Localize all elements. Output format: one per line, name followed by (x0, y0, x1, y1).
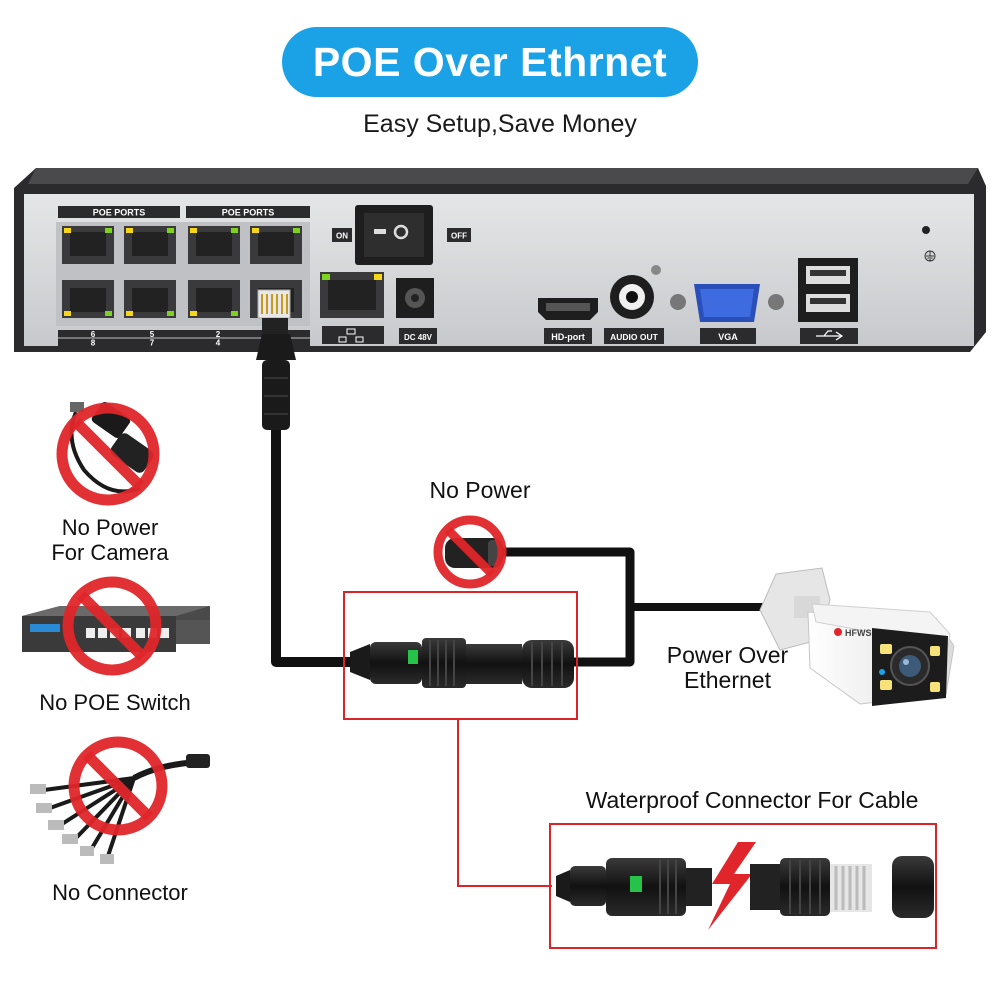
prohibited-icon (56, 402, 160, 506)
bullet-camera: HFWS (759, 567, 955, 706)
dc-power-jack: DC 48V (396, 278, 437, 344)
audio-out-port: AUDIO OUT (604, 265, 664, 344)
rj45-port-icon (188, 226, 240, 264)
lan-port-icon (320, 272, 384, 344)
indicator-dot (922, 226, 930, 234)
no-poe-switch-label: No POE Switch (39, 690, 191, 715)
waterproof-connector-detail (556, 842, 934, 930)
hdmi-label: HD-port (551, 332, 585, 342)
rj45-port-icon (124, 226, 176, 264)
disconnect-bolt-icon (708, 842, 756, 930)
brand-logo-icon (834, 628, 842, 636)
connector-highlight-box (343, 591, 578, 720)
ethernet-cable (256, 289, 765, 667)
rj45-port-icon (250, 226, 302, 264)
nvr-recorder: POE PORTS POE PORTS 6 5 2 8 7 4 (14, 168, 986, 352)
port-number: 5 (150, 330, 155, 339)
prohibited-icon (433, 515, 507, 589)
usb-ports (798, 258, 858, 344)
rj45-port-icon (188, 280, 240, 318)
power-switch[interactable] (355, 205, 433, 265)
detail-highlight-box (549, 823, 937, 949)
poe-ports-label: POE PORTS (222, 208, 275, 218)
splitter-cable-image (30, 754, 210, 864)
rj45-port-icon (62, 280, 114, 318)
poe-ports-bar (186, 206, 310, 218)
prohibited-icon (62, 576, 162, 676)
usb-icon (816, 330, 844, 341)
power-jack-label: DC 48V (404, 333, 433, 342)
port-number: 6 (91, 330, 96, 339)
title-banner: POE Over Ethrnet (282, 27, 698, 97)
switch-off-label: OFF (451, 232, 467, 241)
poe-ports-bar (58, 206, 180, 218)
waterproof-connector (350, 638, 574, 688)
vga-label: VGA (718, 332, 738, 342)
vga-port: VGA (670, 284, 784, 344)
port-number: 2 (216, 330, 221, 339)
port-number: 4 (216, 339, 221, 348)
rj45-port-icon (62, 226, 114, 264)
port-number: 7 (150, 339, 155, 348)
port-number: 8 (91, 339, 96, 348)
rj45-plug (256, 289, 296, 430)
audio-out-label: AUDIO OUT (610, 332, 659, 342)
camera-brand-label: HFWS (845, 628, 872, 638)
callout-line (457, 719, 552, 887)
switch-on-label: ON (336, 232, 348, 241)
no-power-for-camera-label: No Power For Camera (51, 515, 169, 565)
no-power-label: No Power (429, 477, 531, 503)
no-connector-label: No Connector (52, 880, 188, 905)
subtitle: Easy Setup,Save Money (363, 110, 637, 138)
hdmi-port: HD-port (538, 298, 598, 344)
prohibited-icon (68, 736, 168, 836)
rj45-port-icon (124, 280, 176, 318)
waterproof-connector-label: Waterproof Connector For Cable (585, 787, 919, 813)
power-over-ethernet-label: Power Over Ethernet (666, 642, 789, 693)
poe-ports-label: POE PORTS (93, 208, 146, 218)
